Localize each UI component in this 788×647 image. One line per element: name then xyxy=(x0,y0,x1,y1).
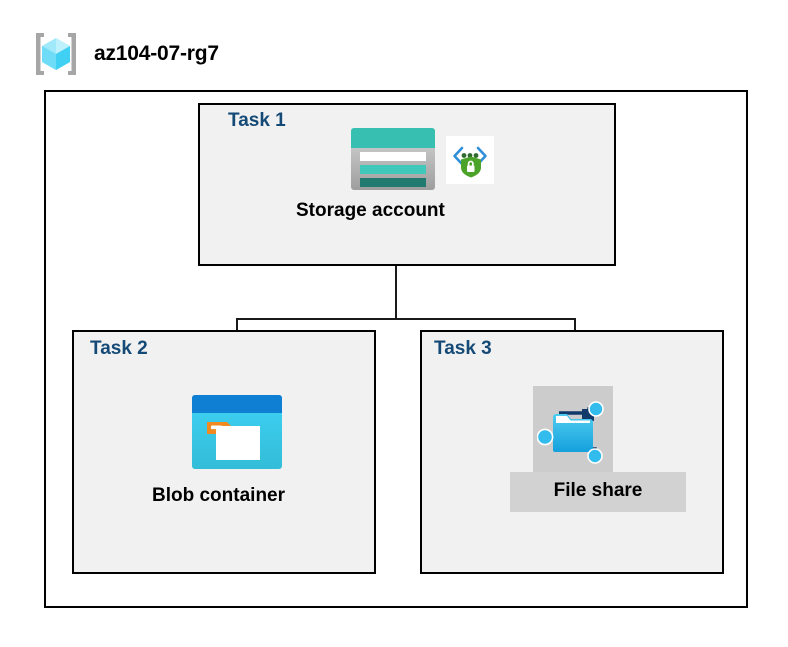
task-3-label: Task 3 xyxy=(434,338,492,359)
resource-group-header: az104-07-rg7 xyxy=(30,28,219,80)
connector-task1-trunk xyxy=(395,264,397,320)
blob-container-icon xyxy=(191,394,283,475)
task-1-label: Task 1 xyxy=(228,110,286,131)
storage-account-label: Storage account xyxy=(296,200,445,221)
file-share-icon xyxy=(533,386,613,472)
blob-container-label: Blob container xyxy=(152,485,286,506)
storage-account-icon xyxy=(350,127,436,196)
task-2-label: Task 2 xyxy=(90,338,148,359)
resource-group-name: az104-07-rg7 xyxy=(94,42,219,65)
connector-horizontal-bus xyxy=(236,318,576,320)
azure-resource-group-icon xyxy=(30,28,82,80)
secure-endpoint-shield-icon xyxy=(446,136,494,189)
file-share-label: File share xyxy=(510,472,686,512)
